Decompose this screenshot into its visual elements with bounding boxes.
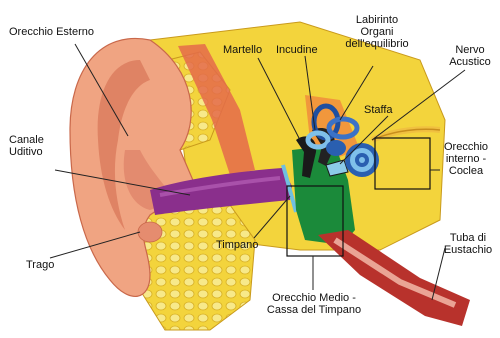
label-incudine: Incudine bbox=[276, 44, 318, 56]
vestibule bbox=[326, 140, 346, 156]
label-orecchio-esterno: Orecchio Esterno bbox=[9, 26, 94, 38]
label-orecchio-interno: Orecchio interno - Coclea bbox=[436, 141, 496, 177]
label-trago: Trago bbox=[26, 259, 54, 271]
tragus-shape bbox=[138, 222, 162, 242]
label-orecchio-medio: Orecchio Medio - Cassa del Timpano bbox=[255, 292, 373, 316]
label-canale-uditivo: Canale Uditivo bbox=[9, 134, 44, 158]
label-martello: Martello bbox=[223, 44, 262, 56]
label-timpano: Timpano bbox=[216, 239, 258, 251]
cochlea bbox=[345, 143, 379, 177]
label-labirinto: Labirinto Organi dell'equilibrio bbox=[335, 14, 419, 50]
label-tuba-di-eustachio: Tuba di Eustachio bbox=[440, 232, 496, 256]
label-staffa: Staffa bbox=[364, 104, 393, 116]
label-nervo-acustico: Nervo Acustico bbox=[444, 44, 496, 68]
